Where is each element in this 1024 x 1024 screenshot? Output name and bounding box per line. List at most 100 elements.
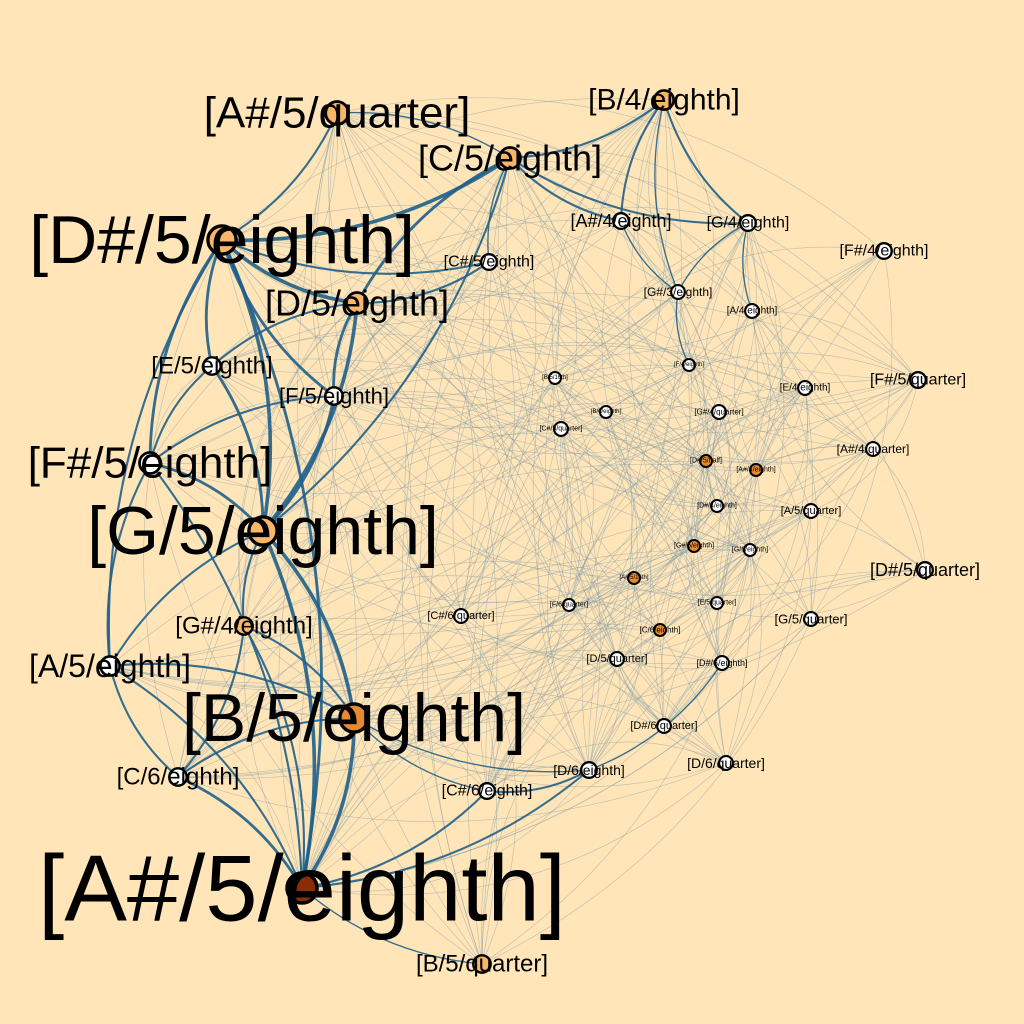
graph-node[interactable] [682,358,696,372]
graph-node[interactable] [653,623,667,637]
graph-edge-faint [663,222,785,727]
graph-edge-faint [716,379,919,507]
graph-edge [177,716,355,778]
graph-edge-faint [301,222,749,889]
node-label: [C/6/eighth] [117,764,240,791]
graph-edge-faint [460,261,515,617]
graph-edge-faint [336,111,753,312]
graph-edge-faint [333,395,718,604]
node-label: [C/5/eighth] [418,138,602,179]
graph-edge-faint [109,549,751,692]
graph-node[interactable] [739,214,757,232]
graph-node[interactable] [749,463,763,477]
graph-node[interactable] [498,146,522,170]
graph-node[interactable] [714,655,730,671]
graph-edge-faint [721,549,756,664]
graph-node[interactable] [916,561,934,579]
graph-edge [221,239,490,275]
graph-edge-faint [663,549,751,727]
graph-node[interactable] [324,100,350,126]
graph-edge-faint [486,99,682,792]
graph-node[interactable] [285,871,319,905]
graph-node[interactable] [247,515,279,547]
graph-edge-faint [336,112,665,727]
graph-edge-faint [633,469,757,579]
graph-node[interactable] [206,224,238,256]
graph-edge-faint [243,428,562,627]
graph-edge-faint [588,310,759,771]
graph-edge-faint [661,387,806,727]
node-label: [D#/5/quarter] [870,560,980,580]
graph-node[interactable] [699,454,713,468]
graph-node[interactable] [744,303,760,319]
graph-node[interactable] [345,291,369,315]
graph-edge-faint [677,291,752,764]
graph-node[interactable] [168,767,188,787]
graph-node[interactable] [234,616,254,636]
graph-node[interactable] [480,253,498,271]
graph-node[interactable] [718,755,734,771]
graph-edge-faint [551,99,665,379]
graph-edge-faint [356,302,751,551]
graph-node[interactable] [553,421,569,437]
graph-node[interactable] [875,242,893,260]
graph-node[interactable] [562,598,576,612]
graph-edge-faint [356,302,718,604]
graph-edge-faint [749,387,806,551]
graph-edge-faint [509,157,622,222]
graph-edge [106,462,151,667]
graph-edge-faint [353,510,812,719]
graph-edge-faint [314,112,462,617]
graph-node[interactable] [687,539,701,553]
graph-node[interactable] [670,284,686,300]
graph-node[interactable] [548,371,562,385]
graph-node[interactable] [99,655,121,677]
graph-edge-faint [656,99,720,413]
graph-edge-faint [751,310,806,389]
graph-node[interactable] [612,212,630,230]
node-label: [A#/4/quarter] [837,442,910,456]
graph-node[interactable] [472,954,492,974]
graph-node[interactable] [478,782,496,800]
graph-edge-faint [688,364,919,405]
graph-node[interactable] [803,611,819,627]
node-label: [C#/6/eighth] [442,783,533,800]
node-label: [G#/3/eighth] [644,285,713,299]
graph-edge [210,365,265,532]
graph-edge-faint [333,342,806,397]
graph-node[interactable] [797,380,813,396]
graph-node[interactable] [656,718,672,734]
graph-node[interactable] [627,571,641,585]
graph-edge-faint [659,448,874,631]
graph-node[interactable] [338,702,370,734]
graph-edge [149,394,335,464]
graph-node[interactable] [710,596,724,610]
graph-edge-faint [650,222,749,727]
node-layer [99,89,934,974]
graph-node[interactable] [803,503,819,519]
graph-edge-faint [804,387,874,450]
graph-edge-faint [620,220,806,389]
graph-node[interactable] [711,404,727,420]
graph-node[interactable] [580,761,598,779]
graph-node[interactable] [710,499,724,513]
graph-node[interactable] [743,543,757,557]
graph-node[interactable] [599,405,613,419]
graph-node[interactable] [202,356,222,376]
node-label: [E/4/eighth] [780,383,831,394]
graph-edge-faint [648,99,679,293]
graph-edge-faint [301,387,806,889]
graph-node[interactable] [138,451,162,475]
graph-node[interactable] [324,386,344,406]
graph-edge-faint [560,428,718,507]
graph-edge-faint [554,377,757,471]
graph-node[interactable] [653,89,675,111]
graph-node[interactable] [609,651,625,667]
graph-edge-faint [333,291,679,400]
graph-edge [662,99,749,224]
graph-edge-faint [177,549,751,779]
graph-node[interactable] [865,441,881,457]
graph-node[interactable] [909,371,927,389]
graph-node[interactable] [453,608,469,624]
node-label: [D#/6/eighth] [696,658,747,668]
